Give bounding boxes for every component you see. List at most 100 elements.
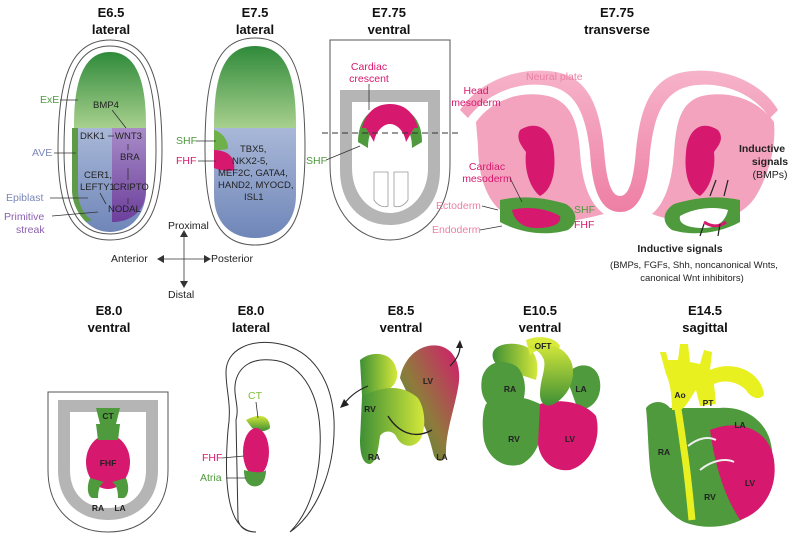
- e105v-heart: [481, 337, 601, 471]
- e80l-embryo: [225, 342, 335, 533]
- gene-tbx5: TBX5,: [240, 144, 266, 155]
- head-mesoderm-l2: mesoderm: [451, 97, 501, 109]
- e80l-stage: E8.0: [238, 303, 265, 318]
- e85v-ra: RA: [368, 452, 380, 462]
- e85v-view: ventral: [380, 320, 423, 335]
- e80v-la: LA: [114, 503, 125, 513]
- gene-nkx25: NKX2-5,: [232, 156, 268, 167]
- e145s-stage: E14.5: [688, 303, 722, 318]
- e80v-labels: CT FHF RA LA: [92, 411, 126, 513]
- e775v-labels: Cardiac crescent SHF: [306, 61, 389, 167]
- e145s-la: LA: [734, 420, 745, 430]
- e80l-view: lateral: [232, 320, 270, 335]
- e145s-ra: RA: [658, 447, 670, 457]
- e775v-shf-label: SHF: [306, 155, 327, 167]
- e75l-embryo: [204, 37, 306, 246]
- bmp4-gene: BMP4: [93, 100, 119, 111]
- e65-stage: E6.5: [98, 5, 125, 20]
- e145s-rv: RV: [704, 492, 716, 502]
- e75-fhf-label: FHF: [176, 155, 196, 167]
- inductive-signals-top-l1: Inductive: [739, 143, 785, 155]
- primitive-label: Primitive: [4, 211, 44, 223]
- posterior-label: Posterior: [211, 253, 254, 265]
- bra-gene: BRA: [120, 152, 140, 163]
- e85v-la: LA: [436, 452, 447, 462]
- e85v-heart: [340, 340, 463, 464]
- e65-view: lateral: [92, 22, 130, 37]
- inductive-signals-bottom-l2: canonical Wnt inhibitors): [640, 273, 744, 284]
- head-mesoderm-l1: Head: [463, 85, 488, 97]
- e145s-labels: Ao PT LA RA LV RV: [658, 390, 756, 502]
- e145s-view: sagittal: [682, 320, 728, 335]
- e775t-stage: E7.75: [600, 5, 634, 20]
- e145s-ao: Ao: [674, 390, 685, 400]
- inductive-signals-bottom-l1: (BMPs, FGFs, Shh, noncanonical Wnts,: [610, 260, 778, 271]
- e145s-lv: LV: [745, 478, 756, 488]
- e105v-labels: OFT RA LA RV LV: [504, 341, 587, 444]
- e65-embryo: [57, 39, 163, 241]
- nodal-gene: NODAL: [108, 204, 141, 215]
- cripto-gene: CRIPTO: [113, 182, 149, 193]
- e775t-fhf-label: FHF: [574, 219, 594, 231]
- e75-shf-label: SHF: [176, 135, 197, 147]
- e105v-ra: RA: [504, 384, 516, 394]
- e85v-labels: LV RV RA LA: [364, 376, 448, 462]
- cer1-gene: CER1,: [84, 170, 112, 181]
- e80v-ra: RA: [92, 503, 104, 513]
- gene-hand2: HAND2, MYOCD,: [218, 180, 293, 191]
- proximal-label: Proximal: [168, 220, 209, 232]
- e105v-stage: E10.5: [523, 303, 557, 318]
- wnt3-gene: WNT3: [115, 131, 142, 142]
- e145s-heart: [646, 344, 775, 527]
- e85v-rv: RV: [364, 404, 376, 414]
- ave-label: AVE: [32, 147, 52, 159]
- e80l-labels: CT FHF Atria: [200, 390, 263, 484]
- e75l-stage: E7.5: [242, 5, 269, 20]
- streak-label: streak: [16, 224, 45, 236]
- distal-label: Distal: [168, 289, 194, 301]
- e85v-lv: LV: [423, 376, 434, 386]
- e80l-ct: CT: [248, 390, 263, 402]
- e775t-section: [460, 70, 778, 237]
- e80v-fhf: FHF: [100, 458, 117, 468]
- e80l-fhf: FHF: [202, 452, 222, 464]
- e105v-oft: OFT: [535, 341, 553, 351]
- ectoderm-label: Ectoderm: [436, 200, 481, 212]
- e80v-embryo: [47, 391, 169, 533]
- e80v-ct: CT: [102, 411, 114, 421]
- epiblast-label: Epiblast: [6, 192, 43, 204]
- cardiac-mesoderm-l1: Cardiac: [469, 161, 505, 173]
- cardiac-crescent-l2: crescent: [349, 73, 389, 85]
- inductive-signals-top-l3: (BMPs): [753, 169, 788, 181]
- e775t-view: transverse: [584, 22, 650, 37]
- inductive-signals-bottom-title: Inductive signals: [637, 243, 722, 255]
- axis-compass: Proximal Distal Anterior Posterior: [111, 220, 254, 301]
- e775t-labels: Neural plate Head mesoderm Cardiac mesod…: [432, 71, 788, 284]
- dkk1-gene: DKK1: [80, 131, 105, 142]
- gene-mef2c: MEF2C, GATA4,: [218, 168, 288, 179]
- gene-isl1: ISL1: [244, 192, 264, 203]
- e775t-shf-label: SHF: [574, 204, 595, 216]
- e105v-la: LA: [575, 384, 586, 394]
- e775v-view: ventral: [368, 22, 411, 37]
- exe-label: ExE: [40, 94, 59, 106]
- e80l-atria: Atria: [200, 472, 222, 484]
- e75l-labels: SHF FHF TBX5, NKX2-5, MEF2C, GATA4, HAND…: [176, 135, 293, 203]
- e105v-rv: RV: [508, 434, 520, 444]
- cardiac-mesoderm-l2: mesoderm: [462, 173, 512, 185]
- e85v-stage: E8.5: [388, 303, 415, 318]
- e775v-embryo: [322, 39, 458, 241]
- e105v-view: ventral: [519, 320, 562, 335]
- inductive-signals-top-l2: signals: [752, 156, 788, 168]
- e80v-view: ventral: [88, 320, 131, 335]
- neural-plate-label: Neural plate: [526, 71, 583, 83]
- anterior-label: Anterior: [111, 253, 148, 265]
- e65-labels: ExE AVE Epiblast Primitive streak BMP4 D…: [4, 94, 149, 236]
- lefty1-gene: LEFTY1: [80, 182, 115, 193]
- e75l-view: lateral: [236, 22, 274, 37]
- e80v-stage: E8.0: [96, 303, 123, 318]
- cardiac-crescent-l1: Cardiac: [351, 61, 387, 73]
- endoderm-label: Endoderm: [432, 224, 481, 236]
- e145s-pt: PT: [703, 398, 715, 408]
